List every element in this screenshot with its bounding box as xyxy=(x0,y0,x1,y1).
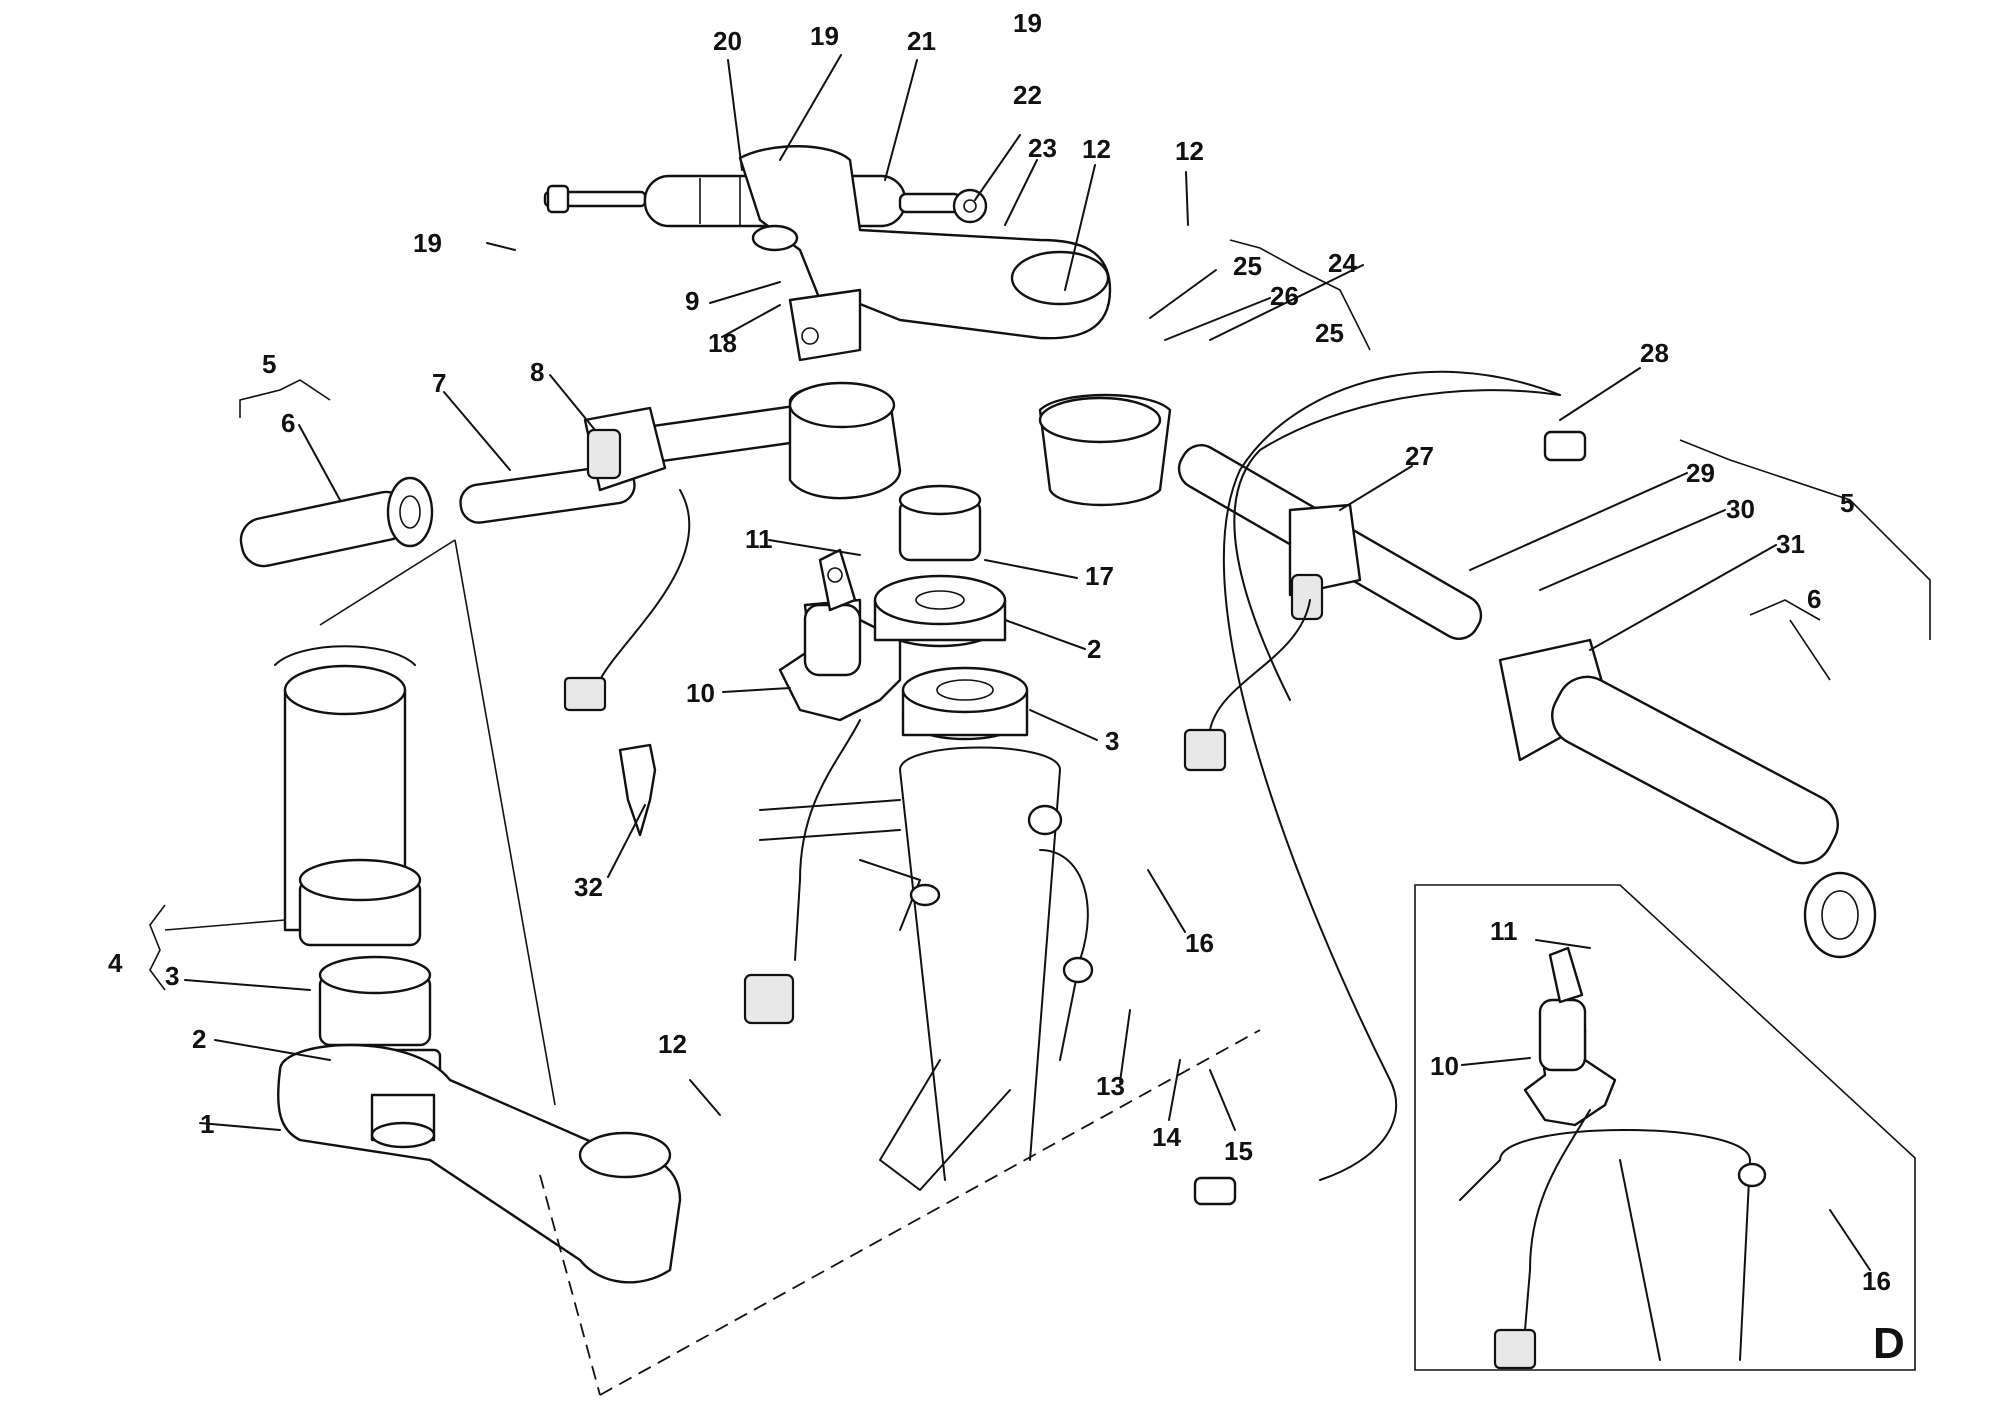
label-16: 16 xyxy=(1862,1266,1891,1296)
label-4: 4 xyxy=(108,948,123,978)
label-31: 31 xyxy=(1776,529,1805,559)
label-19: 19 xyxy=(810,21,839,51)
label-26: 26 xyxy=(1270,281,1299,311)
label-7: 7 xyxy=(432,368,446,398)
label-29: 29 xyxy=(1686,458,1715,488)
group-brackets xyxy=(149,239,1931,1396)
label-10: 10 xyxy=(686,678,715,708)
label-9: 9 xyxy=(685,286,699,316)
label-11: 11 xyxy=(745,524,773,554)
upper-triple-clamp xyxy=(738,145,1112,362)
label-12: 12 xyxy=(658,1029,687,1059)
label-6: 6 xyxy=(1807,584,1821,614)
right-handlebar xyxy=(1038,370,1877,1206)
label-22: 22 xyxy=(1013,80,1042,110)
label-18: 18 xyxy=(708,328,737,358)
label-19: 19 xyxy=(1013,8,1042,38)
label-14: 14 xyxy=(1152,1122,1181,1152)
label-19: 19 xyxy=(413,228,442,258)
label-17: 17 xyxy=(1085,561,1114,591)
label-25: 25 xyxy=(1233,251,1262,281)
label-16: 16 xyxy=(1185,928,1214,958)
ignition-switch xyxy=(618,548,902,1025)
left-handlebar xyxy=(239,381,902,712)
label-2: 2 xyxy=(1087,634,1101,664)
inset-letter: D xyxy=(1873,1319,1905,1368)
callout-labels: 1 2 2 3 3 4 5 5 6 6 7 8 9 10 10 11 11 12… xyxy=(108,8,1905,1368)
label-12: 12 xyxy=(1175,136,1204,166)
label-24: 24 xyxy=(1328,248,1357,278)
leader-lines xyxy=(184,54,1777,1131)
lower-triple-clamp xyxy=(274,645,682,1284)
label-25: 25 xyxy=(1315,318,1344,348)
label-20: 20 xyxy=(713,26,742,56)
label-6: 6 xyxy=(281,408,295,438)
label-12: 12 xyxy=(1082,134,1111,164)
label-27: 27 xyxy=(1405,441,1434,471)
label-28: 28 xyxy=(1640,338,1669,368)
label-11: 11 xyxy=(1490,916,1518,946)
label-3: 3 xyxy=(165,961,179,991)
frame-steering-head xyxy=(759,746,1094,1191)
label-1: 1 xyxy=(200,1109,214,1139)
inset-panel xyxy=(1414,884,1916,1371)
label-5: 5 xyxy=(262,349,276,379)
label-5: 5 xyxy=(1840,488,1854,518)
label-15: 15 xyxy=(1224,1136,1253,1166)
label-30: 30 xyxy=(1726,494,1755,524)
label-23: 23 xyxy=(1028,133,1057,163)
label-32: 32 xyxy=(574,872,603,902)
label-21: 21 xyxy=(907,26,936,56)
label-2: 2 xyxy=(192,1024,206,1054)
label-3: 3 xyxy=(1105,726,1119,756)
steering-head-bearings xyxy=(873,484,1029,741)
label-10: 10 xyxy=(1430,1051,1459,1081)
label-13: 13 xyxy=(1096,1071,1125,1101)
label-8: 8 xyxy=(530,357,544,387)
